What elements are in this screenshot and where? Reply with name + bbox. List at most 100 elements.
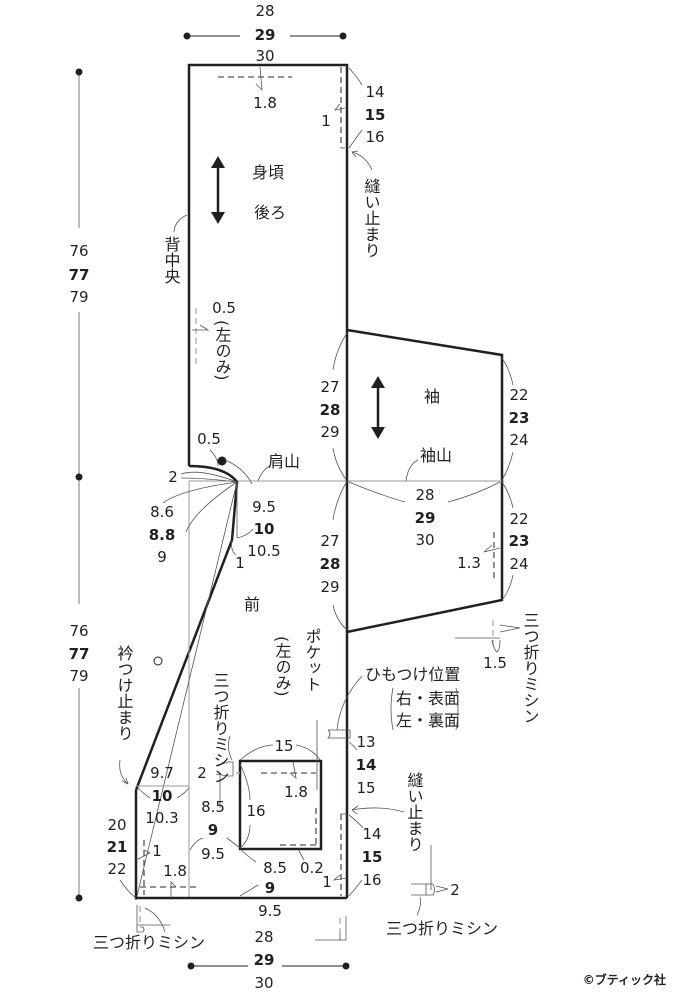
front-slit-size-m: 15 [362, 848, 383, 866]
tie-size-m: 14 [356, 756, 377, 774]
sleeve-width-m: 29 [415, 509, 436, 527]
hem-notes: 三つ折りミシン 2 三つ折りミシン [93, 845, 498, 952]
front-slit-size-l: 16 [362, 871, 381, 889]
front-stitch-stop-label: 縫い止まり [405, 772, 424, 852]
front-hem-width-m: 9 [265, 879, 275, 897]
sleeve-cuff-lower-l: 24 [509, 555, 528, 573]
tie-position-title: ひもつけ位置 [365, 665, 460, 684]
front-hem-side-m: 21 [107, 838, 128, 856]
front-hem-fold: 1.8 [163, 862, 187, 880]
shoulder-size-s: 9.5 [252, 498, 276, 516]
back-length-size-l: 79 [69, 288, 88, 306]
pocket-pos-x-s: 8.5 [201, 798, 225, 816]
collar-stop-size-l: 10.3 [145, 809, 178, 827]
front-piece-label: 前 [244, 595, 260, 614]
pocket-height: 16 [246, 802, 265, 820]
pocket-pos-x-m: 9 [208, 821, 218, 839]
back-stitch-stop-label: 縫い止まり [362, 178, 381, 258]
bottom-width-size-l: 30 [254, 974, 273, 992]
shoulder-size-m: 10 [254, 520, 275, 538]
copyright-text: ©ブティック社 [583, 972, 666, 987]
collar-stop-label: 衿つけ止まり [115, 645, 134, 741]
back-neck-width: 2 [168, 468, 178, 486]
shoulder-line-label: 肩山 [268, 452, 300, 471]
pocket-note: (左のみ) [273, 636, 292, 696]
back-slit-size-m: 15 [365, 106, 386, 124]
sleeve-upper-depth-l: 29 [320, 423, 339, 441]
top-width-size-s: 28 [255, 2, 274, 20]
sleeve-upper-depth-s: 27 [320, 378, 339, 396]
front-slit-size-s: 14 [362, 825, 381, 843]
front-length-size-s: 76 [69, 622, 88, 640]
sleeve-cuff-lower-s: 22 [509, 510, 528, 528]
back-length-size-s: 76 [69, 242, 88, 260]
pocket-edge-stitch: 0.2 [300, 859, 324, 877]
pocket-label: ポケット [303, 628, 322, 692]
sleeve-cuff-upper-s: 22 [509, 386, 528, 404]
pocket-pos-y: 8.5 [263, 859, 287, 877]
top-width-dimension: 28 29 30 [183, 2, 347, 65]
front-seam-allowance: 1 [152, 842, 162, 860]
tie-position-left: 左・裏面 [396, 711, 460, 730]
sleeve-width-l: 30 [415, 531, 434, 549]
neck-shoulder-area: 0.5 2 8.6 8.8 9 9.5 10 10.5 1 肩山 [134, 430, 300, 901]
bottom-width-size-s: 28 [254, 928, 273, 946]
back-left-only-note: (左のみ) [213, 320, 232, 380]
front-neck-size-m: 8.8 [149, 526, 176, 544]
sleeve-lower-depth-l: 29 [320, 578, 339, 596]
sleeve-cuff-upper-l: 24 [509, 431, 528, 449]
sleeve-cuff-upper-m: 23 [509, 409, 530, 427]
sleeve-upper-depth-m: 28 [320, 401, 341, 419]
tie-size-l: 15 [356, 779, 375, 797]
length-dimension: 76 77 79 76 77 79 [69, 68, 90, 902]
left-triple-fold-label: 三つ折りミシン [93, 933, 205, 952]
shoulder-drop: 1 [235, 554, 245, 572]
front-hem-width-l: 9.5 [258, 902, 282, 920]
bottom-width-size-m: 29 [254, 951, 275, 969]
pocket-piece: 1.8 15 16 2 三つ折りミシン ポケット (左のみ) 8.5 9 9.5… [189, 628, 324, 877]
front-hem-side-s: 20 [107, 816, 126, 834]
top-width-size-l: 30 [255, 47, 274, 65]
pocket-width: 15 [274, 737, 293, 755]
back-piece-label-1: 身頃 [252, 163, 284, 182]
back-slit-size-s: 14 [365, 83, 384, 101]
pocket-triple-fold-label: 三つ折りミシン [211, 672, 230, 784]
back-seam-allowance: 1 [321, 112, 331, 130]
pocket-fold-value: 2 [197, 764, 207, 782]
front-side-seam-allowance: 1 [322, 873, 332, 891]
collar-stop-size-s: 9.7 [150, 764, 174, 782]
back-bodice-piece: 1.8 1 14 15 16 縫い止まり 身頃 後ろ 背中央 0.5 (左のみ) [162, 63, 386, 466]
sleeve-width-s: 28 [415, 486, 434, 504]
center-back-label: 背中央 [162, 236, 181, 284]
pocket-pos-x-l: 9.5 [201, 845, 225, 863]
front-neck-size-s: 8.6 [150, 503, 174, 521]
right-fold-value: 2 [450, 881, 460, 899]
sleeve-grainline-arrow-icon [371, 376, 385, 439]
tie-size-s: 13 [356, 733, 375, 751]
top-width-size-m: 29 [255, 26, 276, 44]
bottom-width-dimension: 28 29 30 [187, 928, 350, 992]
sleeve-cuff-hem: 1.3 [457, 554, 481, 572]
sleeve-lower-depth-m: 28 [320, 555, 341, 573]
tie-position-right: 右・表面 [396, 689, 460, 708]
back-hem-fold: 1.8 [253, 94, 277, 112]
back-slit-size-l: 16 [365, 128, 384, 146]
right-triple-fold-label: 三つ折りミシン [386, 919, 498, 938]
collar-stop-size-m: 10 [152, 787, 173, 805]
sleeve-piece: 袖 袖山 27 28 29 27 28 29 28 29 30 22 23 24… [189, 328, 540, 898]
back-piece-label-2: 後ろ [254, 203, 286, 222]
sleeve-triple-fold-label: 三つ折りミシン [521, 612, 540, 724]
grainline-arrow-icon [211, 156, 225, 224]
sleeve-triple-fold-value: 1.5 [483, 654, 507, 672]
back-neck-drop: 0.5 [197, 430, 221, 448]
back-left-only-value: 0.5 [212, 299, 236, 317]
shoulder-size-l: 10.5 [247, 542, 280, 560]
front-neck-size-l: 9 [157, 548, 167, 566]
pocket-top-fold: 1.8 [284, 783, 308, 801]
front-hem-side-l: 22 [107, 860, 126, 878]
sleeve-label: 袖 [424, 387, 440, 406]
sleeve-cuff-lower-m: 23 [509, 532, 530, 550]
sleeve-lower-depth-s: 27 [320, 532, 339, 550]
back-length-size-m: 77 [69, 266, 90, 284]
